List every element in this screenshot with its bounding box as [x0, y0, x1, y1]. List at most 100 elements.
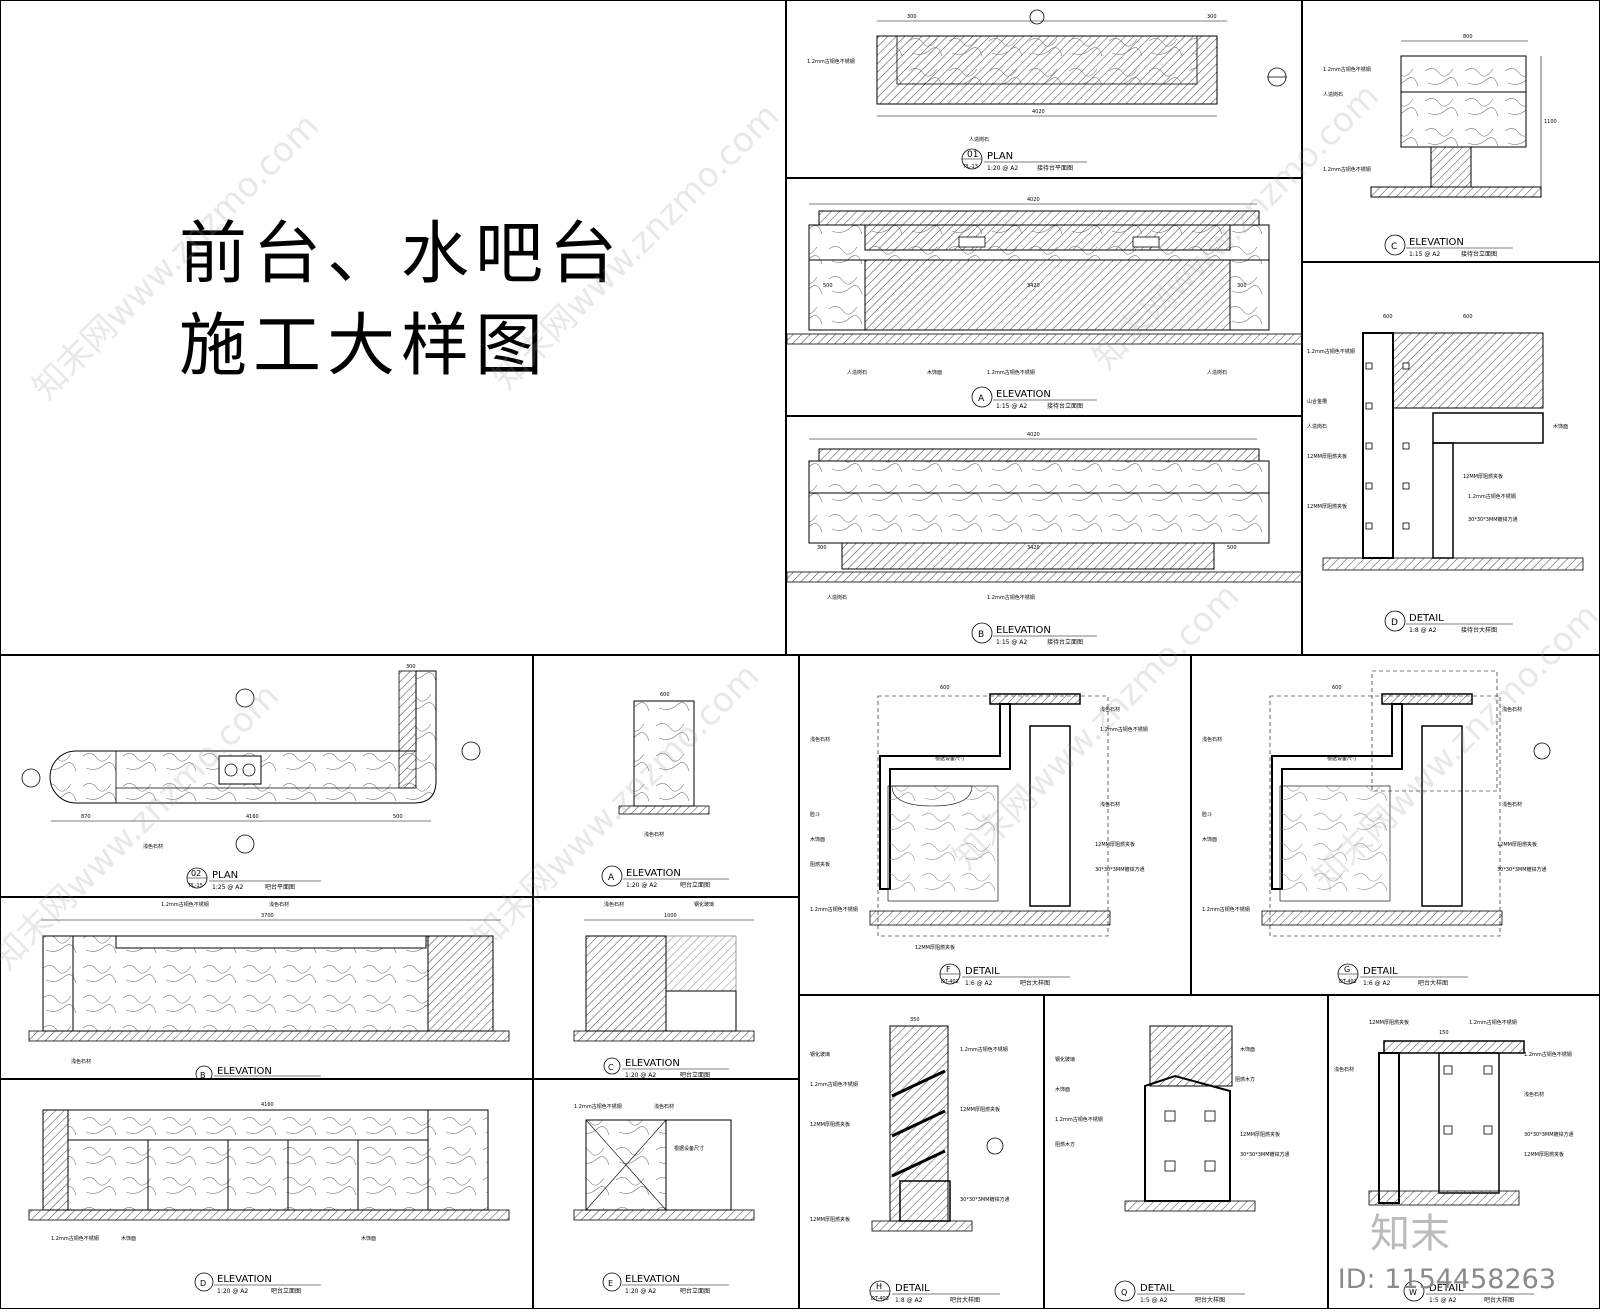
- svg-text:3700: 3700: [261, 913, 274, 919]
- cover-title-line2: 施工大样图: [179, 307, 550, 386]
- svg-text:ELEVATION: ELEVATION: [217, 1274, 272, 1285]
- title-block: B ELEVATION 1:15 @ A2 接待台立面图: [971, 622, 1097, 646]
- svg-text:浅色石材: 浅色石材: [1524, 1091, 1544, 1098]
- bar-elevation-e-drawing: 根据设备尺寸 1.2mm古铜色不锈钢 浅色石材 E ELEVATION 1:20…: [573, 1103, 755, 1295]
- svg-text:4160: 4160: [246, 814, 259, 820]
- svg-text:浅色石材: 浅色石材: [1334, 1066, 1354, 1073]
- svg-text:02: 02: [191, 869, 201, 878]
- svg-text:1.2mm古铜色不锈钢: 1.2mm古铜色不锈钢: [1468, 493, 1516, 500]
- svg-text:12MM厚阻燃夹板: 12MM厚阻燃夹板: [915, 944, 955, 951]
- id-label: ID: 1154458263: [1337, 1264, 1556, 1295]
- svg-text:吧台大样图: 吧台大样图: [1418, 979, 1448, 987]
- bar-detail-w-drawing: 150 12MM厚阻燃夹板 1.2mm古铜色不锈钢 浅色石材 1.2mm古铜色不…: [1334, 1019, 1574, 1304]
- svg-text:脸斗: 脸斗: [810, 811, 820, 818]
- bar-detail-f-panel: 600 根据设备尺寸 浅色石材 脸斗 木饰面 阻燃夹板 1.2mm古铜色不锈钢 …: [799, 655, 1191, 995]
- svg-text:1:20 @ A2: 1:20 @ A2: [987, 165, 1018, 172]
- svg-text:DETAIL: DETAIL: [1429, 1283, 1464, 1294]
- title-block: D ELEVATION 1:20 @ A2 吧台立面图: [194, 1272, 321, 1295]
- bar-detail-g-panel: 600 根据设备尺寸 浅色石材 脸斗 木饰面 1.2mm古铜色不锈钢 浅色石材 …: [1191, 655, 1600, 995]
- svg-text:1:15 @ A2: 1:15 @ A2: [1409, 251, 1440, 258]
- bar-elevation-c-drawing: 1000 浅色石材 钢化玻璃 C ELEVATION 1:20 @ A2 吧台立…: [573, 901, 755, 1079]
- material-label: 1.2mm古铜色不锈钢: [807, 58, 855, 65]
- dim-text: 300: [907, 14, 917, 20]
- svg-text:30*30*3MM镀锌方通: 30*30*3MM镀锌方通: [1095, 866, 1145, 873]
- svg-text:Q: Q: [1121, 1288, 1127, 1297]
- svg-text:吧台立面图: 吧台立面图: [680, 1287, 710, 1295]
- bar-detail-q-drawing: 钢化玻璃 木饰面 1.2mm古铜色不锈钢 阻燃木方 木饰面 阻燃木方 12MM厚…: [1055, 1025, 1290, 1304]
- svg-text:12MM厚阻燃夹板: 12MM厚阻燃夹板: [960, 1106, 1000, 1113]
- svg-text:浅色石材: 浅色石材: [1100, 801, 1120, 808]
- svg-text:阻燃木方: 阻燃木方: [1055, 1141, 1075, 1148]
- svg-text:150: 150: [1439, 1030, 1449, 1036]
- svg-text:1.2mm古铜色不锈钢: 1.2mm古铜色不锈钢: [960, 1046, 1008, 1053]
- svg-text:接待台大样图: 接待台大样图: [1461, 626, 1497, 634]
- title-block: E ELEVATION 1:20 @ A2 吧台立面图: [602, 1272, 729, 1295]
- svg-text:人造岗石: 人造岗石: [827, 594, 847, 601]
- svg-text:浅色石材: 浅色石材: [1502, 801, 1522, 808]
- svg-text:1:20 @ A2: 1:20 @ A2: [625, 1288, 656, 1295]
- svg-text:浅色石材: 浅色石材: [71, 1058, 91, 1065]
- svg-text:300: 300: [817, 545, 827, 551]
- sink-icon: [218, 755, 262, 785]
- svg-text:DT-403: DT-403: [871, 1296, 889, 1302]
- bar-plan-panel: 870 4160 500 300 浅色石材 02 PL-15 PLAN 1:25…: [0, 655, 533, 897]
- title-block: B ELEVATION: [195, 1065, 321, 1083]
- svg-text:ELEVATION: ELEVATION: [625, 1274, 680, 1285]
- title-block: D DETAIL 1:8 @ A2 接待台大样图: [1384, 610, 1513, 634]
- bar-detail-f-drawing: 600 根据设备尺寸 浅色石材 脸斗 木饰面 阻燃夹板 1.2mm古铜色不锈钢 …: [810, 685, 1148, 987]
- title-block: A ELEVATION 1:20 @ A2 吧台立面图: [601, 865, 729, 889]
- svg-text:人造岗石: 人造岗石: [1207, 369, 1227, 376]
- bar-elevation-b-drawing: 3700 浅色石材 1.2mm古铜色不锈钢 浅色石材 B ELEVATION: [28, 901, 510, 1083]
- svg-text:木饰面: 木饰面: [1055, 1086, 1070, 1093]
- svg-text:12MM厚阻燃夹板: 12MM厚阻燃夹板: [1307, 453, 1347, 460]
- reception-detail-d-panel: 600 600 1.2mm古铜色不锈钢 山合金槽 人造岗石 12MM厚阻燃夹板 …: [1302, 262, 1600, 655]
- section-marker-icon: [235, 834, 255, 854]
- reception-plan-drawing: 300 300 4020 1.2mm古铜色不锈钢 人造岗石 01 PL-13 P…: [807, 9, 1287, 172]
- svg-text:钢化玻璃: 钢化玻璃: [1055, 1056, 1075, 1063]
- svg-text:350: 350: [910, 1017, 920, 1023]
- svg-text:浅色石材: 浅色石材: [644, 831, 664, 838]
- reception-elevation-a-panel: 4020 3420 500 300 人造岗石 木饰面 1.2mm古铜色不锈钢 人…: [786, 178, 1304, 416]
- svg-text:C: C: [1391, 242, 1397, 252]
- svg-text:DT-402: DT-402: [941, 979, 959, 985]
- svg-text:1.2mm古铜色不锈钢: 1.2mm古铜色不锈钢: [810, 906, 858, 913]
- material-label: 人造岗石: [969, 136, 989, 143]
- svg-text:人造岗石: 人造岗石: [1307, 423, 1327, 430]
- title-block: F DT-402 DETAIL 1:6 @ A2 吧台大样图: [939, 963, 1070, 987]
- svg-text:30*30*3MM镀锌方通: 30*30*3MM镀锌方通: [1468, 516, 1518, 523]
- svg-text:A: A: [608, 873, 615, 883]
- svg-text:吧台立面图: 吧台立面图: [680, 1071, 710, 1079]
- title-block: C ELEVATION 1:20 @ A2 吧台立面图: [603, 1057, 729, 1079]
- svg-text:木饰面: 木饰面: [361, 1235, 376, 1242]
- svg-text:吧台大样图: 吧台大样图: [950, 1296, 980, 1304]
- svg-text:木饰面: 木饰面: [121, 1235, 136, 1242]
- reception-plan-panel: 300 300 4020 1.2mm古铜色不锈钢 人造岗石 01 PL-13 P…: [786, 0, 1302, 178]
- svg-text:300: 300: [1237, 283, 1247, 289]
- svg-text:PLAN: PLAN: [987, 151, 1013, 162]
- section-marker-icon: [1029, 9, 1045, 25]
- svg-text:12MM厚阻燃夹板: 12MM厚阻燃夹板: [1524, 1151, 1564, 1158]
- bar-plan-drawing: 870 4160 500 300 浅色石材 02 PL-15 PLAN 1:25…: [21, 664, 481, 891]
- svg-text:1.2mm古铜色不锈钢: 1.2mm古铜色不锈钢: [1323, 66, 1371, 73]
- svg-text:30*30*3MM镀锌方通: 30*30*3MM镀锌方通: [1497, 866, 1547, 873]
- svg-text:阻燃夹板: 阻燃夹板: [810, 861, 830, 868]
- svg-text:4020: 4020: [1027, 197, 1040, 203]
- logo-mark: 知末: [1370, 1211, 1450, 1257]
- svg-text:PLAN: PLAN: [212, 870, 238, 881]
- svg-text:1.2mm古铜色不锈钢: 1.2mm古铜色不锈钢: [1469, 1019, 1517, 1026]
- svg-text:浅色石材: 浅色石材: [143, 843, 163, 850]
- svg-text:木饰面: 木饰面: [1202, 836, 1217, 843]
- svg-text:木饰面: 木饰面: [810, 836, 825, 843]
- svg-text:500: 500: [823, 283, 833, 289]
- bar-elevation-d-panel: 4160 1.2mm古铜色不锈钢 木饰面 木饰面 D ELEVATION 1:2…: [0, 1079, 533, 1309]
- svg-text:A: A: [978, 394, 985, 404]
- section-marker-icon: [235, 688, 255, 708]
- svg-text:钢化玻璃: 钢化玻璃: [810, 1051, 830, 1058]
- svg-text:800: 800: [1463, 34, 1473, 40]
- dim-text: 4020: [1032, 109, 1045, 115]
- svg-text:ELEVATION: ELEVATION: [996, 625, 1051, 636]
- title-block: G DT-402 DETAIL 1:6 @ A2 吧台大样图: [1337, 963, 1468, 987]
- svg-text:ELEVATION: ELEVATION: [1409, 237, 1464, 248]
- cover-panel: 前台、水吧台 施工大样图: [0, 0, 786, 655]
- title-block: C ELEVATION 1:15 @ A2 接待台立面图: [1384, 234, 1513, 258]
